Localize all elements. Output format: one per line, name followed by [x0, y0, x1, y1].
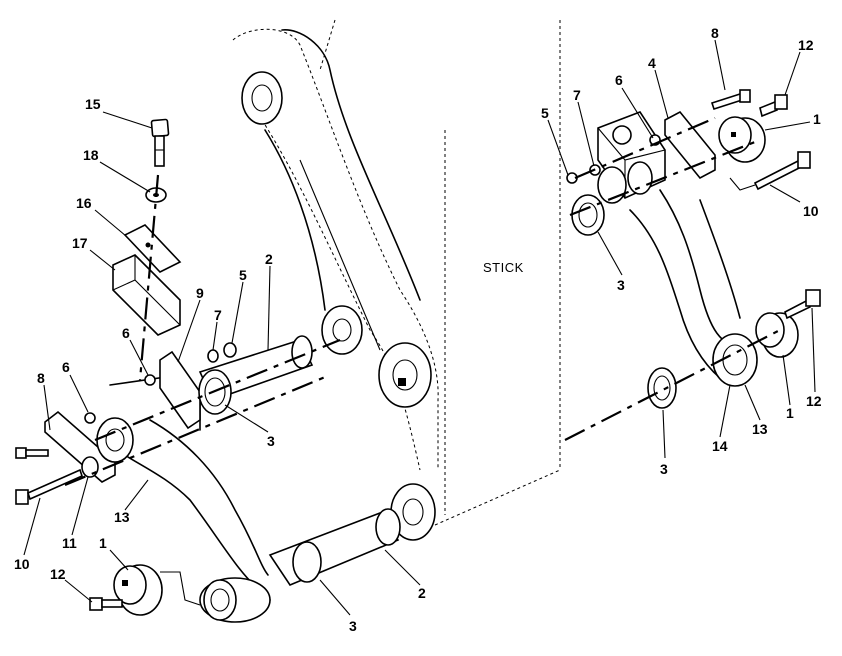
callout-10-left: 10 [14, 556, 30, 572]
callout-1-lower-left: 1 [99, 535, 107, 551]
callout-4: 4 [648, 55, 656, 71]
bolt-8-right [710, 89, 751, 111]
bolt-8-left [15, 447, 49, 459]
link-13-left [104, 439, 271, 601]
callout-3-right-upper: 3 [617, 277, 625, 293]
left-assembly [15, 118, 401, 623]
plate-4 [664, 110, 716, 180]
washer-11 [81, 456, 99, 478]
callout-6-right: 6 [615, 72, 623, 88]
callout-10-right: 10 [803, 203, 819, 219]
callout-5-right: 5 [541, 105, 549, 121]
bolt-12-lower-right [784, 289, 821, 320]
callout-3-right-lower: 3 [660, 461, 668, 477]
callout-8-left: 8 [37, 370, 45, 386]
callout-5-left: 5 [239, 267, 247, 283]
callout-12-upper-right: 12 [798, 37, 814, 53]
callout-2-lower: 2 [418, 585, 426, 601]
callout-16: 16 [76, 195, 92, 211]
callout-7-left: 7 [214, 307, 222, 323]
callout-11: 11 [62, 535, 77, 551]
callout-9: 9 [196, 285, 204, 301]
callouts: 15 18 16 17 9 7 5 2 6 8 6 3 13 10 11 1 1… [14, 25, 822, 634]
bolt-12-upper-right [759, 94, 788, 118]
callout-12-lower-left: 12 [50, 566, 66, 582]
callout-12-lower-right: 12 [806, 393, 822, 409]
callout-15: 15 [85, 96, 101, 112]
plate-9 [159, 350, 201, 430]
callout-14: 14 [712, 438, 728, 454]
stick-label: STICK [483, 260, 524, 275]
bearing-3-right-upper [571, 194, 605, 236]
link-13-right [659, 189, 746, 351]
leader-lines [23, 39, 816, 616]
cap-1-upper-right [718, 116, 766, 163]
callout-6-upper: 6 [122, 325, 130, 341]
right-assembly [564, 89, 821, 441]
callout-13-right: 13 [752, 421, 768, 437]
callout-17: 17 [72, 235, 88, 251]
bolt-10-left [15, 468, 83, 505]
callout-6-left: 6 [62, 359, 70, 375]
bolt-10-right [753, 151, 811, 191]
bearing-3-right-lower [647, 367, 677, 409]
callout-18: 18 [83, 147, 99, 163]
callout-2-upper: 2 [265, 251, 273, 267]
cap-1-lower-right [755, 312, 799, 358]
cap-1-lower-left [113, 564, 163, 616]
bolt-12-lower-left [89, 597, 123, 611]
callout-1-lower-right: 1 [786, 405, 794, 421]
callout-8-right: 8 [711, 25, 719, 41]
stick-outline [232, 19, 561, 541]
callout-3-upper: 3 [267, 433, 275, 449]
pin-2-lower [268, 508, 401, 586]
callout-3-lower: 3 [349, 618, 357, 634]
callout-1-upper-right: 1 [813, 111, 821, 127]
bolt-15 [150, 118, 170, 167]
callout-7-right: 7 [573, 87, 581, 103]
callout-13-left: 13 [114, 509, 130, 525]
